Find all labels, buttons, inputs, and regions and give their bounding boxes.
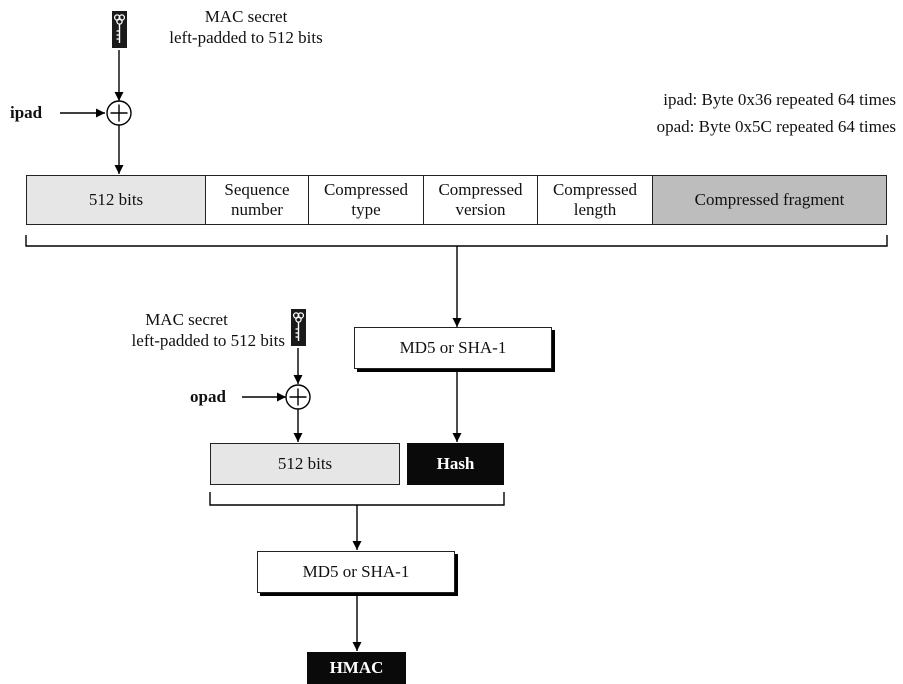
bits-label: 512 bits xyxy=(277,454,333,473)
mac-secret-line2: left-padded to 512 bits xyxy=(131,331,285,350)
mac-secret-line1: MAC secret xyxy=(204,7,288,26)
mac-secret-label: MAC secret left-padded to 512 bits xyxy=(70,309,285,351)
hmac-output-box: HMAC xyxy=(307,652,406,684)
key-icon xyxy=(111,10,128,49)
field-compressed-length: Compressed length xyxy=(537,175,653,225)
hmac-label: HMAC xyxy=(329,658,384,677)
field-label-line2: version xyxy=(455,200,506,219)
field-512-bits: 512 bits xyxy=(26,175,206,225)
field-label-line2: length xyxy=(573,200,617,219)
field-label-line1: Compressed xyxy=(323,180,409,199)
mac-secret-label: MAC secret left-padded to 512 bits xyxy=(141,6,351,48)
hash-label: Hash xyxy=(436,454,475,473)
opad-definition: opad: Byte 0x5C repeated 64 times xyxy=(656,117,896,136)
ipad-definition: ipad: Byte 0x36 repeated 64 times xyxy=(663,90,896,109)
ipad-label: ipad xyxy=(10,103,43,122)
hash-function-label: MD5 or SHA-1 xyxy=(399,338,507,357)
field-label-line2: type xyxy=(351,200,381,219)
field-compressed-fragment: Compressed fragment xyxy=(652,175,887,225)
mac-secret-line1: MAC secret xyxy=(145,310,228,329)
field-label-line2: number xyxy=(231,200,283,219)
field-label-line1: Compressed xyxy=(552,180,638,199)
inner-hash-function-box: MD5 or SHA-1 xyxy=(354,327,552,369)
xor-icon xyxy=(285,384,311,410)
hash-result-box: Hash xyxy=(407,443,504,485)
outer-hash-function-box: MD5 or SHA-1 xyxy=(257,551,455,593)
field-label: Compressed fragment xyxy=(694,190,845,209)
mac-secret-line2: left-padded to 512 bits xyxy=(169,28,323,47)
field-label-line1: Compressed xyxy=(438,180,523,199)
opad-label: opad xyxy=(190,387,226,406)
key-icon xyxy=(290,308,307,347)
field-compressed-version: Compressed version xyxy=(423,175,538,225)
hash-function-label: MD5 or SHA-1 xyxy=(302,562,410,581)
field-compressed-type: Compressed type xyxy=(308,175,424,225)
field-sequence-number: Sequence number xyxy=(205,175,309,225)
outer-512-bits-box: 512 bits xyxy=(210,443,400,485)
field-label: 512 bits xyxy=(88,190,144,209)
xor-icon xyxy=(106,100,132,126)
field-label-line1: Sequence xyxy=(224,180,290,199)
